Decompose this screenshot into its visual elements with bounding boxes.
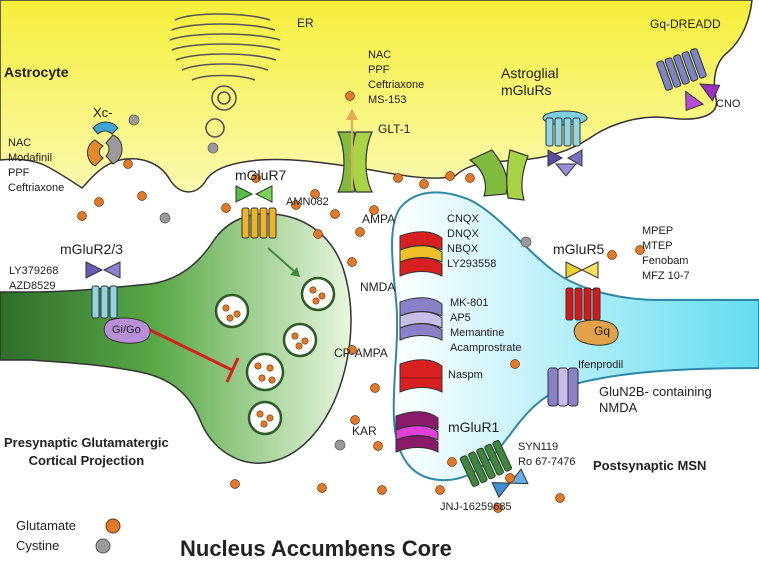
glun2b-line: GluN2B- containing xyxy=(599,384,712,399)
glun2b-line: NMDA xyxy=(599,400,638,415)
presynaptic-label: Presynaptic Glutamatergic Cortical Proje… xyxy=(4,434,169,470)
cp-ampa-drug: Naspm xyxy=(448,369,483,381)
cp-ampa-label: CP-AMPA xyxy=(334,346,388,360)
mglur5-drug: Fenobam xyxy=(642,255,689,267)
page-title: Nucleus Accumbens Core xyxy=(180,536,452,561)
kar-icon xyxy=(395,411,439,453)
astroglial-mglur-icon xyxy=(542,110,588,177)
mglur23-drug: LY379268 xyxy=(9,265,59,277)
cp-ampa-icon xyxy=(399,359,443,393)
mglur7-drug: AMN082 xyxy=(286,196,329,208)
mglur5-drug: MTEP xyxy=(642,240,673,252)
postsynaptic-label: Postsynaptic MSN xyxy=(593,458,707,473)
glt1-transporter-icon xyxy=(337,131,373,193)
gi-go-label: Gi/Go xyxy=(112,324,141,336)
xc-transporter-icon xyxy=(87,121,123,167)
astroglial-mglurs-line: Astroglial xyxy=(501,65,559,81)
mglur1-drug-list: SYN119 Ro 67-7476 xyxy=(518,440,576,470)
mglur5-drug: MPEP xyxy=(642,225,674,237)
legend-glutamate-label: Glutamate xyxy=(16,518,76,533)
glun2b-label: GluN2B- containing NMDA xyxy=(599,384,712,416)
mglur23-drug: AZD8529 xyxy=(9,280,56,292)
gq-protein-icon xyxy=(573,319,619,346)
presynaptic-line: Cortical Projection xyxy=(28,453,145,468)
ampa-icon xyxy=(399,231,443,277)
mglur7-label: mGluR7 xyxy=(235,167,287,183)
presynaptic-terminal xyxy=(0,212,352,464)
kar-label: KAR xyxy=(352,424,377,438)
nmda-drug: Memantine xyxy=(450,327,505,339)
legend-cystine-dot xyxy=(95,538,111,554)
mglur7-icon xyxy=(235,185,277,239)
ampa-drug: DNQX xyxy=(447,228,479,240)
gq-dreadd-label: Gq-DREADD xyxy=(650,17,721,31)
xc-drug: Ceftriaxone xyxy=(8,182,65,194)
mglur5-drug-list: MPEP MTEP Fenobam MFZ 10-7 xyxy=(642,224,690,284)
cno-label: CNO xyxy=(716,98,741,110)
ampa-drug: NBQX xyxy=(447,243,479,255)
gi-go-protein-icon xyxy=(103,317,151,344)
mglur5-icon xyxy=(565,261,601,321)
astro-transporter-icon xyxy=(468,149,529,201)
nmda-drug-list: MK-801 AP5 Memantine Acamprostrate xyxy=(450,296,522,356)
xc-drug: NAC xyxy=(8,137,32,149)
glt1-drug: PPF xyxy=(368,64,390,76)
mglur1-icon xyxy=(459,440,529,499)
er-label: ER xyxy=(297,16,314,30)
xc-drug-list: NAC Modafinil PPF Ceftriaxone xyxy=(8,136,64,196)
mglur1-label: mGluR1 xyxy=(448,419,500,435)
xc-drug: Modafinil xyxy=(8,152,53,164)
glt1-uptake-arrow xyxy=(346,108,358,190)
ampa-drug: LY293558 xyxy=(447,258,497,270)
er-organelle xyxy=(169,13,281,138)
legend-cystine-label: Cystine xyxy=(16,538,60,553)
nmda-drug: AP5 xyxy=(450,312,471,324)
nmda-drug: Acamprostrate xyxy=(450,342,522,354)
legend-glutamate-dot xyxy=(105,518,121,534)
gq-dreadd-icon xyxy=(656,48,721,112)
ifenprodil-label: Ifenprodil xyxy=(578,359,624,371)
mglur23-label: mGluR2/3 xyxy=(60,241,124,257)
glt1-drug: Ceftriaxone xyxy=(368,79,425,91)
glt1-label: GLT-1 xyxy=(378,122,411,136)
vesicle-glutamate xyxy=(222,286,326,428)
nmda-label: NMDA xyxy=(360,280,396,294)
mglur5-drug: MFZ 10-7 xyxy=(642,270,690,282)
mglur5-label: mGluR5 xyxy=(553,241,605,257)
mglur1-drug: Ro 67-7476 xyxy=(518,456,576,468)
astrocyte-label: Astrocyte xyxy=(4,64,69,80)
astroglial-mglurs-label: Astroglial mGluRs xyxy=(501,65,559,99)
ampa-drug-list: CNQX DNQX NBQX LY293558 xyxy=(447,212,496,272)
extracellular-cystine xyxy=(128,114,532,451)
mglur1-drug: SYN119 xyxy=(518,441,559,453)
extracellular-glutamate xyxy=(77,91,645,513)
astroglial-mglurs-line: mGluRs xyxy=(501,82,552,98)
nmda-icon xyxy=(399,297,443,341)
presynaptic-line: Presynaptic Glutamatergic xyxy=(4,435,169,450)
xc-label: Xc- xyxy=(93,105,113,120)
nmda-drug: MK-801 xyxy=(450,297,489,309)
gi-go-inhibition xyxy=(149,328,240,383)
glun2b-icon xyxy=(547,367,579,407)
mglur23-icon xyxy=(85,261,121,319)
mglur1-drug-below: JNJ-16259685 xyxy=(440,501,512,513)
mglur23-drug-list: LY379268 AZD8529 xyxy=(9,264,58,294)
gq-label: Gq xyxy=(594,324,611,338)
glt1-drug: MS-153 xyxy=(368,94,407,106)
ampa-label: AMPA xyxy=(362,212,396,226)
xc-drug: PPF xyxy=(8,167,30,179)
glt1-drug-list: NAC PPF Ceftriaxone MS-153 xyxy=(368,48,424,108)
ampa-drug: CNQX xyxy=(447,213,479,225)
glt1-drug: NAC xyxy=(368,49,392,61)
mglur7-arrow xyxy=(267,247,300,277)
synaptic-vesicles xyxy=(214,276,336,436)
